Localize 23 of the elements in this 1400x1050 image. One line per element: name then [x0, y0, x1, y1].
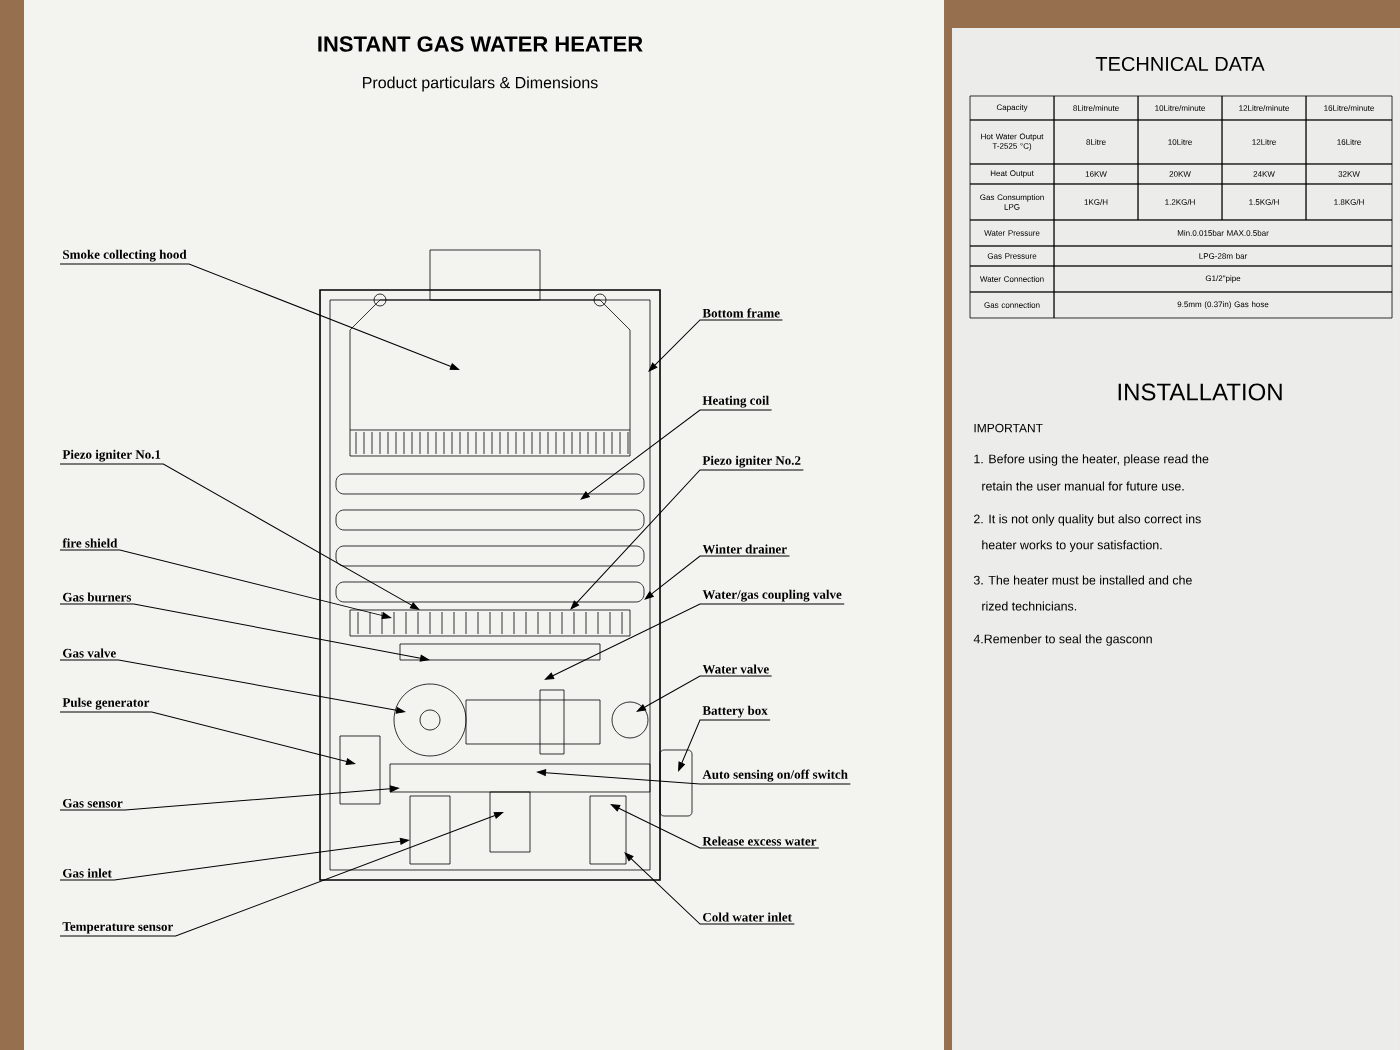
leader-line — [59, 837, 409, 881]
leader-line — [644, 555, 790, 600]
leader-line — [59, 785, 399, 811]
leader-line — [624, 852, 795, 925]
leader-line — [59, 812, 504, 937]
leader-line — [59, 263, 460, 370]
section-heading: TECHNICAL DATA — [1095, 56, 1265, 72]
leader-line — [580, 409, 773, 500]
leader-line — [59, 711, 356, 765]
leader-line — [636, 675, 773, 712]
leader-line — [570, 469, 804, 610]
leader-line — [59, 659, 405, 714]
leader-line — [59, 549, 392, 620]
leader-line — [59, 603, 429, 662]
leader-line — [537, 769, 851, 785]
leader-line — [59, 463, 420, 610]
leader-line — [648, 319, 783, 372]
subtitle: Product particulars & Dimensions — [363, 76, 598, 92]
leader-line — [678, 719, 771, 772]
leader-line — [610, 804, 820, 849]
title: INSTANT GAS WATER HEATER — [318, 36, 643, 52]
section-heading: INSTALLATION — [1118, 383, 1282, 401]
leader-line — [544, 603, 845, 680]
